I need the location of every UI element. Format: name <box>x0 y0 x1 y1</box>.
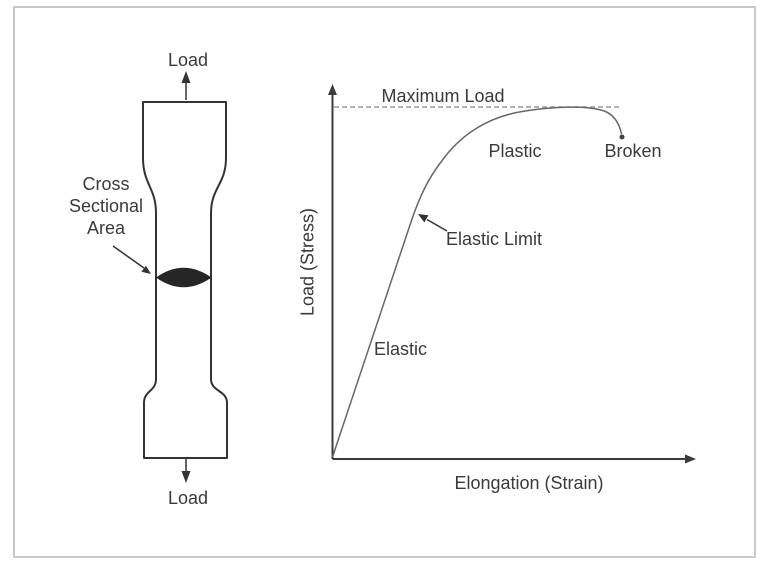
cross-section-lens <box>156 267 212 288</box>
elastic-limit-label: Elastic Limit <box>446 229 543 249</box>
x-axis <box>332 454 696 464</box>
load-bottom-label: Load <box>167 488 209 508</box>
elastic-region-label: Elastic <box>374 339 428 359</box>
cross-label-line2: Sectional <box>68 196 144 216</box>
y-axis <box>328 84 337 459</box>
broken-label: Broken <box>604 141 662 161</box>
maximum-load-label: Maximum Load <box>381 86 505 106</box>
cross-sectional-area-label: Cross Sectional Area <box>56 173 156 239</box>
cross-section-arrow-icon <box>112 245 151 274</box>
load-arrow-down-icon <box>181 458 191 483</box>
x-axis-label: Elongation (Strain) <box>454 473 604 493</box>
y-axis-label: Load (Stress) <box>297 207 318 317</box>
fracture-point <box>619 134 625 140</box>
outer-frame <box>13 6 756 558</box>
load-arrow-up-icon <box>181 71 191 100</box>
stress-strain-curve <box>331 106 623 458</box>
elastic-limit-arrow-icon <box>418 214 448 232</box>
cross-label-line3: Area <box>86 218 126 238</box>
cross-label-line1: Cross <box>82 174 130 194</box>
load-top-label: Load <box>167 50 209 70</box>
plastic-region-label: Plastic <box>488 141 542 161</box>
